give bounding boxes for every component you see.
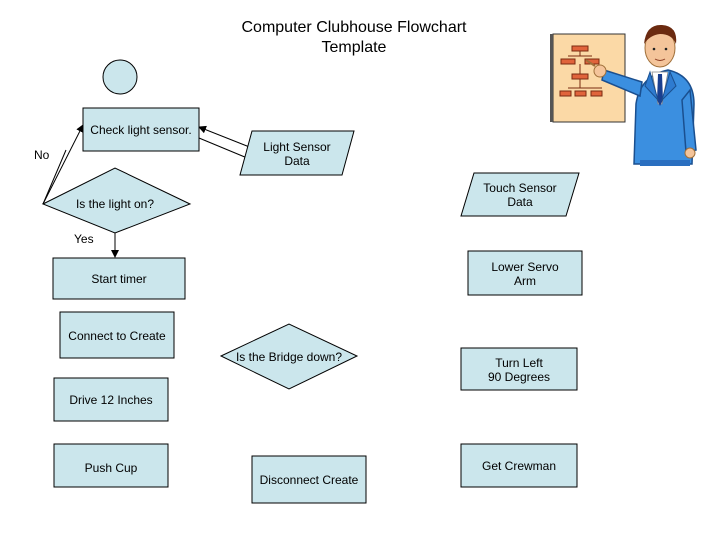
push-cup-label: Push Cup (85, 461, 138, 475)
bridge-down-label: Is the Bridge down? (236, 350, 342, 364)
start-timer-box[interactable] (52, 257, 186, 300)
disconnect-create-label: Disconnect Create (260, 473, 359, 487)
presenter-pointing-at-org-chart-icon (550, 24, 697, 166)
touch-sensor-label-line1: Touch Sensor (483, 181, 556, 195)
get-crewman-label: Get Crewman (482, 459, 556, 473)
sensor-to-check-arrow (198, 125, 253, 149)
get-crewman-box[interactable] (460, 443, 578, 488)
check-light-sensor-box[interactable] (82, 107, 200, 152)
yes-label: Yes (74, 232, 94, 246)
bridge-down-decision[interactable] (219, 323, 359, 390)
no-branch-line (42, 149, 67, 205)
no-label: No (34, 148, 50, 162)
check-light-sensor-label: Check light sensor. (90, 123, 191, 137)
disconnect-create-box[interactable] (251, 455, 367, 504)
push-cup-box[interactable] (53, 443, 169, 488)
light-sensor-data-shape[interactable] (239, 130, 355, 176)
check-to-sensor-arrow (198, 137, 253, 162)
lower-servo-label-line1: Lower Servo (491, 260, 559, 274)
lower-servo-label-line2: Arm (514, 274, 536, 288)
touch-sensor-data-shape[interactable] (460, 172, 580, 217)
light-on-decision[interactable] (41, 167, 192, 234)
start-timer-label: Start timer (91, 272, 146, 286)
title-line-1: Computer Clubhouse Flowchart (241, 19, 467, 36)
connect-to-create-box[interactable] (59, 311, 175, 359)
lower-servo-arm-box[interactable] (467, 250, 583, 296)
shape-labels: Check light sensor. Start timer Connect … (68, 123, 559, 487)
title-line-2: Template (321, 39, 387, 56)
light-on-label: Is the light on? (76, 197, 154, 211)
light-sensor-label-line1: Light Sensor (263, 140, 330, 154)
connect-to-create-label: Connect to Create (68, 329, 166, 343)
drive-12-inches-label: Drive 12 Inches (69, 393, 152, 407)
turn-left-label-line1: Turn Left (495, 356, 543, 370)
no-branch-arrow (42, 124, 84, 205)
connectors (42, 124, 253, 258)
start-circle[interactable] (102, 59, 138, 95)
touch-sensor-label-line2: Data (507, 195, 533, 209)
drive-12-inches-box[interactable] (53, 377, 169, 422)
turn-left-box[interactable] (460, 347, 578, 391)
page-title: Computer Clubhouse Flowchart Template (214, 18, 494, 58)
light-sensor-label-line2: Data (284, 154, 310, 168)
turn-left-label-line2: 90 Degrees (488, 370, 550, 384)
